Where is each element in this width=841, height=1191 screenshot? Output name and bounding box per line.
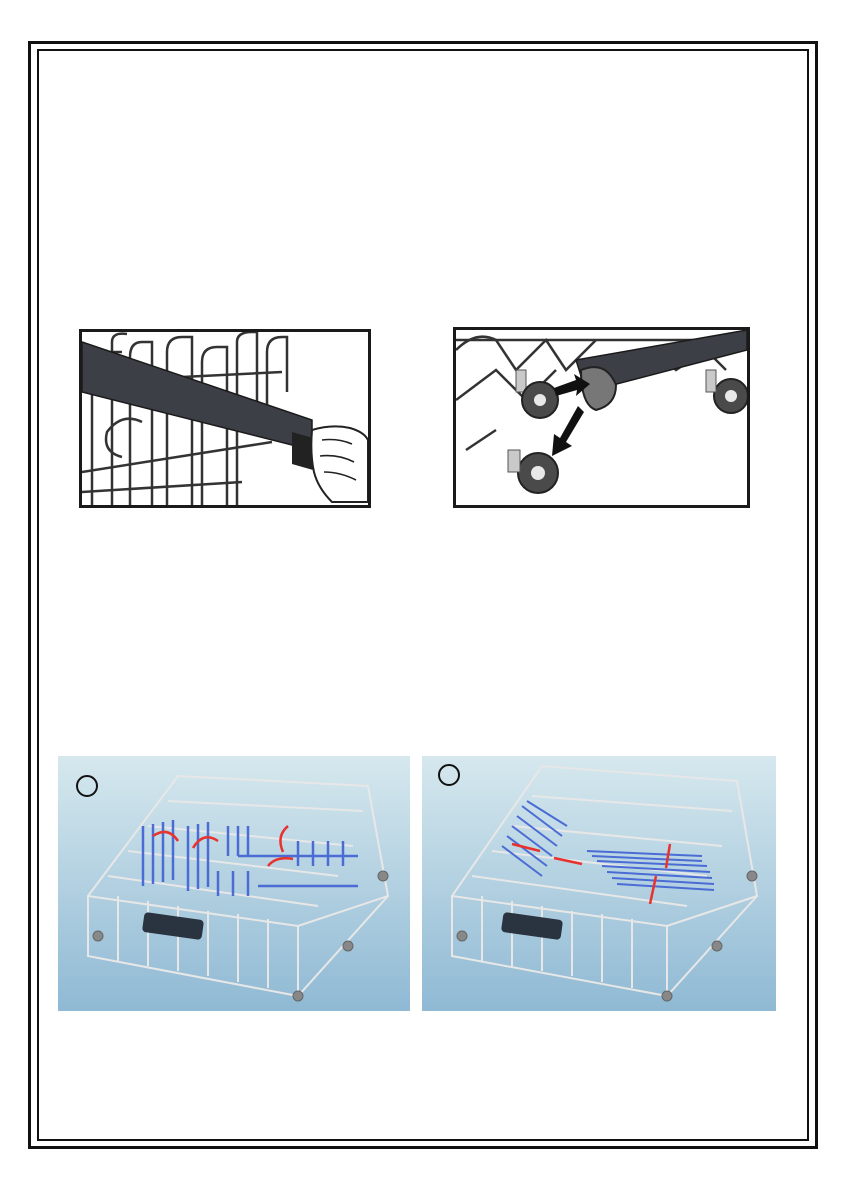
hand-sliding-rail-icon <box>82 332 368 505</box>
step-circle-2 <box>438 764 460 786</box>
folded-tines-rack-icon <box>422 756 776 1011</box>
rail-removal-figure <box>79 329 371 508</box>
step-circle-1 <box>76 775 98 797</box>
rack-fold-tines-figure <box>58 756 410 1011</box>
rack-tines-folded-figure <box>422 756 776 1011</box>
wheel-detach-arrow-icon <box>456 330 747 505</box>
wheel-removal-figure <box>453 327 750 508</box>
folding-tines-rack-icon <box>58 756 410 1011</box>
